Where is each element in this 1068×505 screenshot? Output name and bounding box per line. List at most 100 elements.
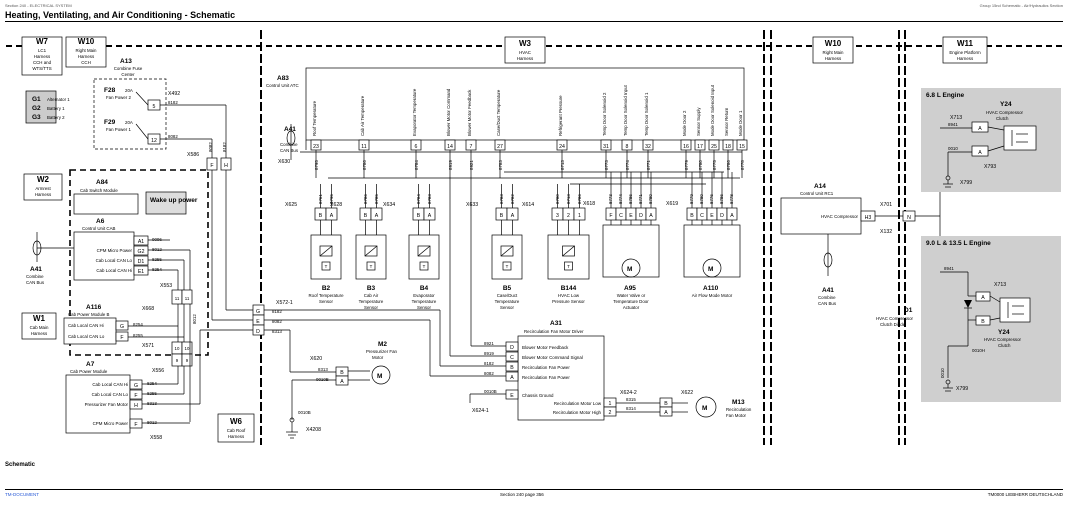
actuator-pin: D	[720, 213, 724, 219]
page-header: Section 240 - ELECTRICAL SYSTEM Group 15…	[0, 0, 1068, 24]
svg-text:A41: A41	[30, 266, 42, 273]
m13-recirculation-fan-motor: X622 B A M M13 Recirculation Fan Motor	[659, 390, 752, 418]
atc-pin-number: 11	[361, 144, 366, 150]
a95-water-valve-actuator: X618 M A95 Water Valve or Temperature Do…	[583, 201, 660, 310]
harness-w10-right: W10 Right Main Harness	[812, 36, 854, 64]
svg-text:CCH and: CCH and	[33, 60, 52, 65]
footer-doc-id: TM0000 LIEBHERR DEUTSCHLAND	[987, 492, 1063, 497]
svg-text:8182: 8182	[222, 142, 227, 152]
actuator-pin: D	[639, 213, 643, 219]
svg-text:8255: 8255	[147, 391, 157, 396]
svg-text:B: B	[981, 319, 985, 325]
sensor-label: Cab Air	[364, 293, 379, 298]
svg-text:M13: M13	[732, 399, 745, 406]
sensor-connector: X625	[285, 202, 297, 208]
svg-text:X618: X618	[583, 201, 595, 207]
svg-text:Combine Fuse: Combine Fuse	[114, 66, 143, 71]
harness-id: W7	[36, 37, 49, 46]
svg-text:W1: W1	[33, 314, 46, 323]
svg-text:A84: A84	[96, 179, 108, 186]
svg-text:F: F	[120, 335, 123, 341]
atc-pin-number: 18	[725, 144, 731, 150]
svg-text:F: F	[210, 163, 213, 169]
svg-text:Recirculation Motor Low: Recirculation Motor Low	[554, 401, 602, 406]
sensor-connector: X628	[330, 202, 342, 208]
svg-text:Recirculation: Recirculation	[726, 407, 752, 412]
svg-text:Armrest: Armrest	[35, 186, 51, 191]
svg-text:X571: X571	[142, 343, 154, 349]
actuator-wire: 8780	[699, 194, 704, 204]
m2-motor-symbol: M	[377, 373, 382, 380]
svg-text:LC1: LC1	[38, 48, 47, 53]
atc-pin-label: Roof Temperature	[312, 100, 317, 136]
page-title: Heating, Ventilating, and Air Conditioni…	[5, 10, 236, 20]
sensor-pin: A	[375, 213, 379, 219]
x572-connector: X572-1 G E D 8182 8082 8313	[252, 300, 506, 377]
svg-text:G1: G1	[32, 96, 41, 103]
svg-text:HVAC Compressor: HVAC Compressor	[984, 337, 1022, 342]
svg-text:Pressurizer Fan: Pressurizer Fan	[366, 349, 398, 354]
a31-pin-wire: 8919	[484, 351, 494, 356]
x571-connector: X571 10 10 9 9	[142, 341, 193, 367]
atc-pin-wire: 8783	[498, 160, 503, 170]
sensor-id: B5	[503, 285, 512, 292]
svg-text:G: G	[134, 383, 138, 389]
svg-text:H: H	[134, 403, 138, 409]
svg-text:Cab Switch Module: Cab Switch Module	[80, 188, 118, 193]
atc-pin-label: Sensor Supply	[696, 107, 701, 136]
svg-text:Harness: Harness	[78, 54, 95, 59]
svg-text:A1: A1	[138, 239, 144, 245]
m2-pressurizer-fan-motor: M2 Pressurizer Fan Motor X620 B A 8313 0…	[291, 341, 398, 420]
svg-text:Control Unit ATC: Control Unit ATC	[266, 83, 299, 88]
svg-text:CAN Bus: CAN Bus	[280, 148, 299, 153]
svg-text:W10: W10	[825, 39, 842, 48]
actuator-wire: 8774	[618, 194, 623, 204]
a7-pin-row: Pressurizer Fan Motor H 8313	[85, 399, 157, 410]
footer-link[interactable]: TM-DOCUMENT	[5, 492, 39, 497]
atc-pin-label: Temp Door Solenoid 2	[602, 92, 607, 136]
atc-pin-label: Temp Door Solenoid Input	[623, 84, 628, 136]
svg-text:X624-2: X624-2	[620, 390, 637, 396]
actuator-pin: A	[730, 213, 734, 219]
sensor-connector: X614	[522, 202, 534, 208]
svg-text:X799: X799	[960, 180, 972, 186]
svg-text:X713: X713	[994, 282, 1006, 288]
svg-text:X620: X620	[310, 356, 322, 362]
atc-pin-number: 31	[603, 144, 609, 150]
a31-recirc-fan-driver: A31 Recirculation Fan Motor Driver	[517, 320, 605, 421]
schematic-caption: Schematic	[5, 462, 36, 468]
atc-pin-number: 25	[711, 144, 717, 150]
svg-text:Cab Main: Cab Main	[30, 325, 49, 330]
svg-text:X4208: X4208	[306, 427, 321, 433]
footer-divider	[5, 489, 1063, 490]
svg-text:H: H	[224, 163, 228, 169]
svg-text:X630: X630	[278, 159, 290, 165]
sensor-id: B2	[322, 285, 331, 292]
svg-text:8313: 8313	[272, 329, 282, 334]
svg-text:8314: 8314	[626, 406, 636, 411]
atc-pin-number: 7	[470, 144, 473, 150]
a31-pin-wire: 8182	[484, 361, 494, 366]
atc-pin-number: 15	[739, 144, 745, 150]
svg-text:2: 2	[609, 410, 612, 416]
svg-text:A: A	[981, 295, 985, 301]
a7-pin-row: Cab Local CAN Hi G 8254	[92, 379, 157, 390]
svg-text:F: F	[134, 393, 137, 399]
svg-text:W6: W6	[230, 417, 243, 426]
x668-connector: X668 11 11	[142, 289, 193, 312]
svg-text:X553: X553	[160, 283, 172, 289]
atc-pin-label: Case/Duct Temperature	[496, 89, 501, 136]
svg-text:10: 10	[175, 346, 180, 351]
svg-text:D1: D1	[904, 307, 913, 314]
svg-text:20A: 20A	[125, 120, 133, 125]
atc-pin-label: Mode Door 1	[738, 110, 743, 136]
a13-fuse-center: A13 Combine Fuse Center F28 20A Fan Powe…	[93, 58, 227, 158]
thermistor-symbol: T	[506, 264, 509, 269]
svg-text:W11: W11	[957, 39, 974, 48]
